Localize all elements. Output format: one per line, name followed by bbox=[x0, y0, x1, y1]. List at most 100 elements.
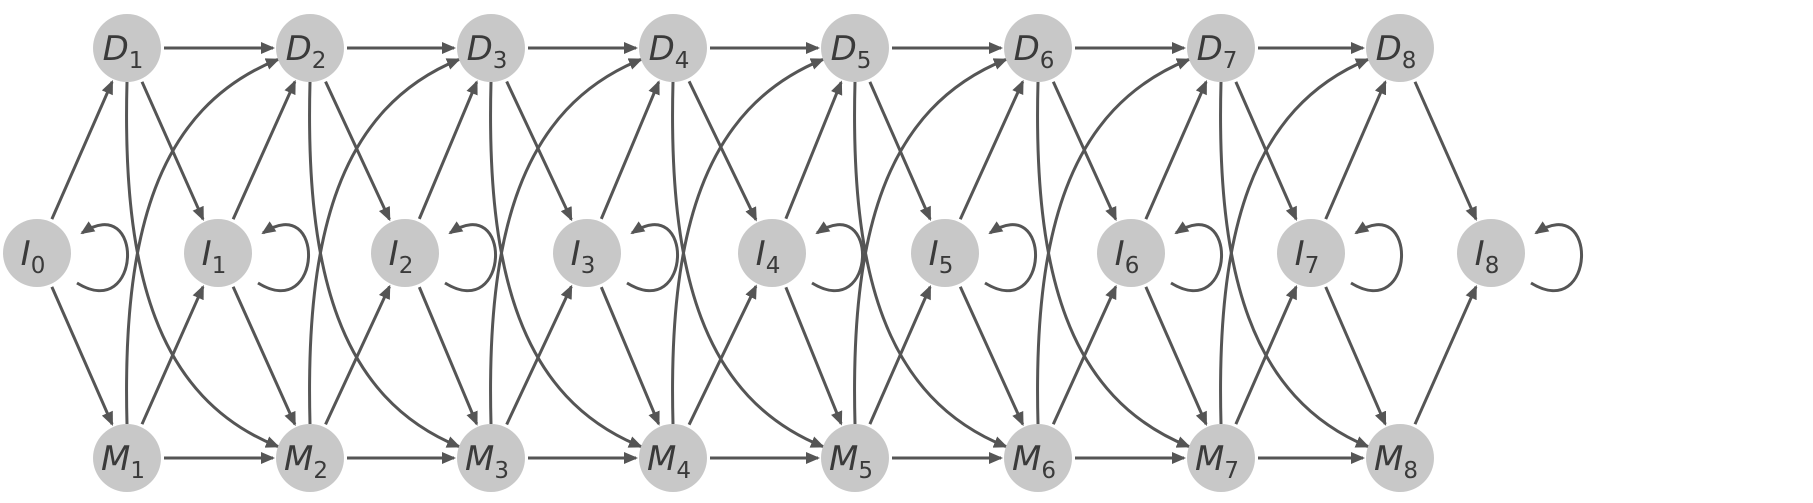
node-D7: D7 bbox=[1187, 14, 1255, 82]
node-circle bbox=[821, 14, 889, 82]
edge-M6-to-D7 bbox=[1036, 58, 1191, 425]
edge-I2-to-M3 bbox=[417, 286, 479, 426]
edge-M6-to-I6 bbox=[1051, 284, 1118, 425]
edge-I5-to-I5 bbox=[984, 221, 1038, 293]
node-circle bbox=[1187, 424, 1255, 492]
edge-I6-to-I6 bbox=[1170, 221, 1224, 293]
edge-I4-to-D5 bbox=[784, 80, 843, 220]
node-circle bbox=[1004, 424, 1072, 492]
node-circle bbox=[1457, 219, 1525, 287]
edge-M1-to-D2 bbox=[125, 58, 280, 425]
edge-I3-to-D4 bbox=[599, 80, 661, 220]
edge-M4-to-I4 bbox=[687, 284, 758, 426]
node-M7: M7 bbox=[1187, 424, 1255, 492]
edge-M7-to-I7 bbox=[1234, 285, 1298, 425]
node-circle bbox=[371, 219, 439, 287]
node-label: M1 bbox=[101, 439, 145, 484]
node-circle bbox=[3, 219, 71, 287]
node-label: I5 bbox=[929, 234, 954, 279]
edge-I0-to-D1 bbox=[50, 80, 114, 220]
node-label: M6 bbox=[1012, 439, 1056, 484]
node-M5: M5 bbox=[821, 424, 889, 492]
edge-M7-to-D8 bbox=[1219, 58, 1370, 425]
node-label: D8 bbox=[1376, 29, 1417, 74]
node-label: M4 bbox=[647, 439, 691, 484]
edge-I7-to-I7 bbox=[1350, 221, 1404, 293]
node-I6: I6 bbox=[1097, 219, 1165, 287]
node-circle bbox=[821, 424, 889, 492]
node-label: M5 bbox=[829, 439, 873, 484]
node-circle bbox=[553, 219, 621, 287]
node-label: I7 bbox=[1295, 234, 1320, 279]
edges-layer bbox=[50, 42, 1584, 464]
edge-D1-to-M2 bbox=[125, 81, 280, 448]
edge-I2-to-D3 bbox=[417, 80, 479, 220]
edge-I4-to-M5 bbox=[784, 286, 843, 426]
edge-I7-to-M8 bbox=[1324, 286, 1387, 426]
node-label: I8 bbox=[1475, 234, 1500, 279]
edge-M3-to-D4 bbox=[489, 58, 643, 425]
node-D3: D3 bbox=[457, 14, 525, 82]
edge-D3-to-M4 bbox=[489, 81, 643, 448]
node-circle bbox=[457, 14, 525, 82]
edge-M5-to-I5 bbox=[868, 285, 932, 425]
edge-D2-to-I2 bbox=[324, 80, 391, 222]
node-label: D7 bbox=[1197, 29, 1238, 74]
node-label: I3 bbox=[571, 234, 596, 279]
node-circle bbox=[1366, 14, 1434, 82]
edge-M8-to-I8 bbox=[1413, 284, 1478, 425]
node-circle bbox=[184, 219, 252, 287]
node-I8: I8 bbox=[1457, 219, 1525, 287]
node-M1: M1 bbox=[93, 424, 161, 492]
node-label: D1 bbox=[103, 29, 144, 74]
edge-I5-to-M6 bbox=[958, 286, 1025, 427]
node-label: M3 bbox=[465, 439, 509, 484]
edge-I6-to-M7 bbox=[1144, 286, 1208, 426]
node-D1: D1 bbox=[93, 14, 161, 82]
edge-I1-to-I1 bbox=[257, 221, 311, 293]
edge-I4-to-I4 bbox=[811, 221, 865, 293]
node-circle bbox=[1366, 424, 1434, 492]
edge-I8-to-I8 bbox=[1530, 221, 1584, 293]
node-I3: I3 bbox=[553, 219, 621, 287]
edge-M3-to-I3 bbox=[505, 284, 573, 426]
node-label: D5 bbox=[831, 29, 872, 74]
edge-M1-to-I1 bbox=[140, 284, 205, 425]
edge-I3-to-I3 bbox=[626, 221, 680, 293]
node-M2: M2 bbox=[276, 424, 344, 492]
node-D5: D5 bbox=[821, 14, 889, 82]
node-circle bbox=[639, 424, 707, 492]
node-M8: M8 bbox=[1366, 424, 1434, 492]
node-I7: I7 bbox=[1277, 219, 1345, 287]
edge-D7-to-M8 bbox=[1219, 81, 1370, 448]
node-circle bbox=[93, 424, 161, 492]
node-label: D6 bbox=[1014, 29, 1055, 74]
edge-M2-to-I2 bbox=[324, 284, 391, 426]
node-circle bbox=[457, 424, 525, 492]
edge-M4-to-D5 bbox=[671, 58, 825, 425]
edge-I3-to-M4 bbox=[599, 286, 661, 426]
edge-D4-to-M5 bbox=[671, 81, 825, 448]
edge-I7-to-D8 bbox=[1324, 80, 1387, 220]
node-I0: I0 bbox=[3, 219, 71, 287]
node-label: D3 bbox=[467, 29, 508, 74]
node-M3: M3 bbox=[457, 424, 525, 492]
edge-D4-to-I4 bbox=[687, 80, 758, 222]
node-label: I6 bbox=[1115, 234, 1140, 279]
edge-I2-to-I2 bbox=[444, 221, 498, 293]
node-circle bbox=[639, 14, 707, 82]
node-label: M8 bbox=[1374, 439, 1418, 484]
edge-I5-to-D6 bbox=[958, 79, 1025, 220]
edge-D6-to-M7 bbox=[1036, 81, 1191, 448]
node-label: M2 bbox=[284, 439, 328, 484]
node-label: I0 bbox=[21, 234, 46, 279]
edge-I6-to-D7 bbox=[1144, 80, 1208, 220]
node-circle bbox=[1187, 14, 1255, 82]
node-label: D4 bbox=[649, 29, 690, 74]
node-I1: I1 bbox=[184, 219, 252, 287]
node-label: D2 bbox=[286, 29, 327, 74]
node-D6: D6 bbox=[1004, 14, 1072, 82]
edge-D8-to-I8 bbox=[1413, 81, 1478, 222]
node-label: I1 bbox=[202, 234, 227, 279]
